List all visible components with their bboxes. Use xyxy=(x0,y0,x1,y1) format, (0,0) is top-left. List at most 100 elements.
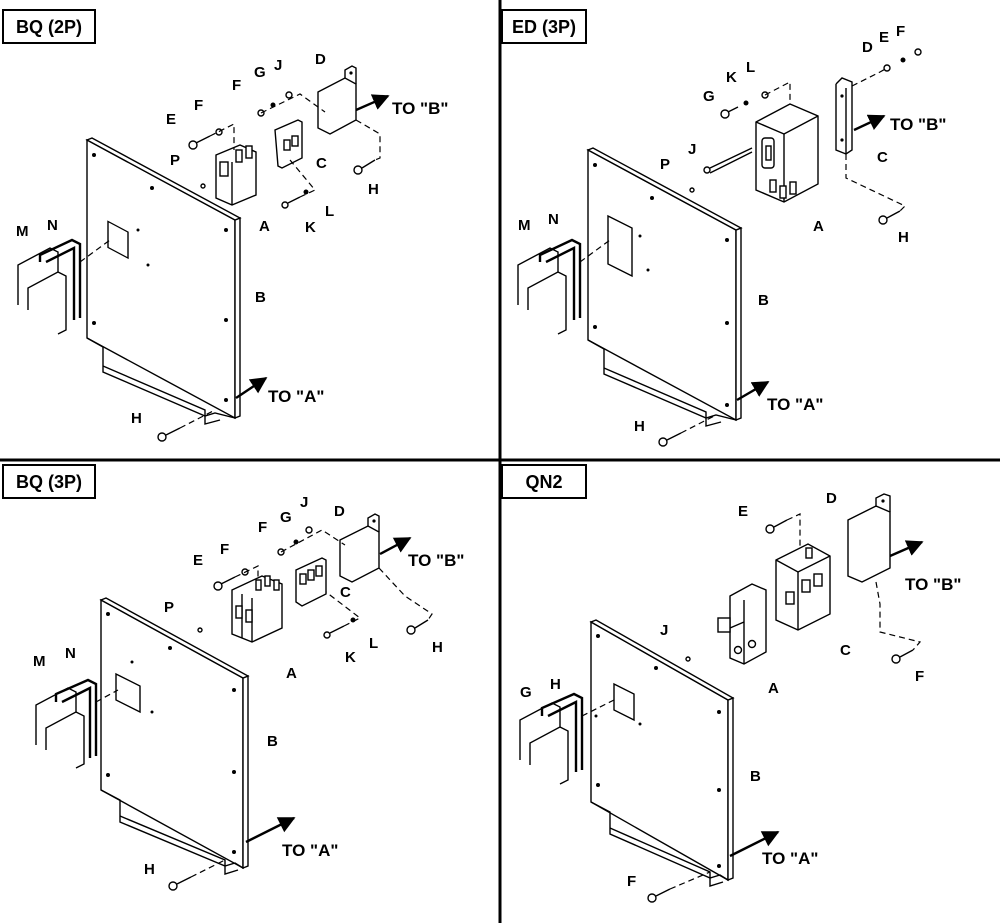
part-label-l: L xyxy=(369,635,378,652)
screw-k xyxy=(323,625,345,639)
part-label-n: N xyxy=(65,645,76,662)
arrow-to-a xyxy=(736,380,770,402)
arrow-label-to-b: TO "B" xyxy=(408,551,464,570)
insulator-h xyxy=(540,692,584,772)
part-label-b: B xyxy=(267,733,278,750)
panel-title-box xyxy=(501,9,587,44)
part-label-b: B xyxy=(758,292,769,309)
part-label-b: B xyxy=(255,289,266,306)
arrow-to-a xyxy=(235,377,268,399)
part-label-l: L xyxy=(746,59,755,76)
part-label-e: E xyxy=(738,503,748,520)
screw-j xyxy=(703,147,753,174)
screw-d xyxy=(883,64,891,72)
panel-title: ED (3P) xyxy=(512,17,576,37)
part-label-c: C xyxy=(840,642,851,659)
part-label-h-right: H xyxy=(432,639,443,656)
bracket-m xyxy=(517,247,567,335)
part-label-b: B xyxy=(750,768,761,785)
screw-e xyxy=(188,135,211,150)
clip-c xyxy=(274,119,303,169)
part-label-n: N xyxy=(47,217,58,234)
arrow-label-to-a: TO "A" xyxy=(762,849,818,868)
insulator-n xyxy=(38,238,82,320)
washer-g xyxy=(293,539,299,545)
pin-p xyxy=(689,187,695,193)
panel-title: BQ (3P) xyxy=(16,472,82,492)
part-label-g: G xyxy=(280,509,292,526)
part-label-e: E xyxy=(193,552,203,569)
screw-h-bottom xyxy=(658,432,682,447)
part-label-k: K xyxy=(345,649,356,666)
part-label-j: J xyxy=(300,494,308,511)
part-label-c: C xyxy=(877,149,888,166)
part-label-f2: F xyxy=(232,77,241,94)
insulator-n xyxy=(538,238,582,320)
part-label-k: K xyxy=(305,219,316,236)
bracket-m xyxy=(35,687,85,769)
part-label-f2: F xyxy=(258,519,267,536)
screw-g xyxy=(720,106,739,119)
part-label-h-bottom: H xyxy=(131,410,142,427)
arrow-label-to-a: TO "A" xyxy=(268,387,324,406)
part-label-m: M xyxy=(16,223,29,240)
part-label-d: D xyxy=(862,39,873,56)
screw-h-bottom xyxy=(168,876,192,891)
bracket-g xyxy=(519,702,569,785)
panel-qn2: QN2 xyxy=(501,464,961,903)
arrow-to-a xyxy=(729,830,780,858)
breaker-a xyxy=(717,583,767,665)
part-label-g: G xyxy=(254,64,266,81)
cover-d xyxy=(339,513,380,583)
panel-title-box xyxy=(501,464,587,499)
screw-j xyxy=(285,91,293,99)
breaker-a xyxy=(215,144,257,206)
cover-d xyxy=(317,65,357,135)
part-label-m: M xyxy=(518,217,531,234)
screw-h-top xyxy=(353,159,376,175)
part-label-m: M xyxy=(33,653,46,670)
insulator-n xyxy=(54,678,98,758)
arrow-to-b xyxy=(889,540,924,558)
panel-title-box xyxy=(2,464,96,499)
part-label-h: H xyxy=(550,676,561,693)
clip-c xyxy=(295,557,327,607)
part-label-p: P xyxy=(660,156,670,173)
part-label-j: J xyxy=(688,141,696,158)
arrow-label-to-b: TO "B" xyxy=(890,115,946,134)
part-label-f: F xyxy=(896,23,905,40)
screw-f-right xyxy=(891,649,914,664)
part-label-e: E xyxy=(166,111,176,128)
part-label-f1: F xyxy=(220,541,229,558)
screw-e xyxy=(213,576,236,591)
panel-title: QN2 xyxy=(525,472,562,492)
back-panel xyxy=(85,137,242,425)
panel-title: BQ (2P) xyxy=(16,17,82,37)
washer-e xyxy=(900,57,906,63)
part-label-h-bottom: H xyxy=(144,861,155,878)
back-panel xyxy=(589,619,735,887)
part-label-c: C xyxy=(340,584,351,601)
breaker-a xyxy=(231,575,283,643)
part-label-h-top: H xyxy=(368,181,379,198)
panel-bq-2p: BQ (2P) xyxy=(2,9,448,442)
part-label-g: G xyxy=(703,88,715,105)
nut-l xyxy=(303,189,309,195)
arrow-to-a xyxy=(245,816,296,844)
screw-e xyxy=(765,519,788,534)
back-panel xyxy=(99,597,250,875)
arrow-to-b xyxy=(853,114,886,132)
part-label-k: K xyxy=(726,69,737,86)
arrow-label-to-a: TO "A" xyxy=(767,395,823,414)
panel-bq-3p: BQ (3P) xyxy=(2,464,464,891)
part-label-a: A xyxy=(259,218,270,235)
part-label-h-right: H xyxy=(898,229,909,246)
pin-p xyxy=(200,183,206,189)
part-label-a: A xyxy=(286,665,297,682)
screw-k xyxy=(281,196,301,209)
arrow-label-to-b: TO "B" xyxy=(905,575,961,594)
back-panel xyxy=(586,147,743,427)
panel-ed-3p: ED (3P) xyxy=(501,9,946,447)
part-label-p: P xyxy=(170,152,180,169)
